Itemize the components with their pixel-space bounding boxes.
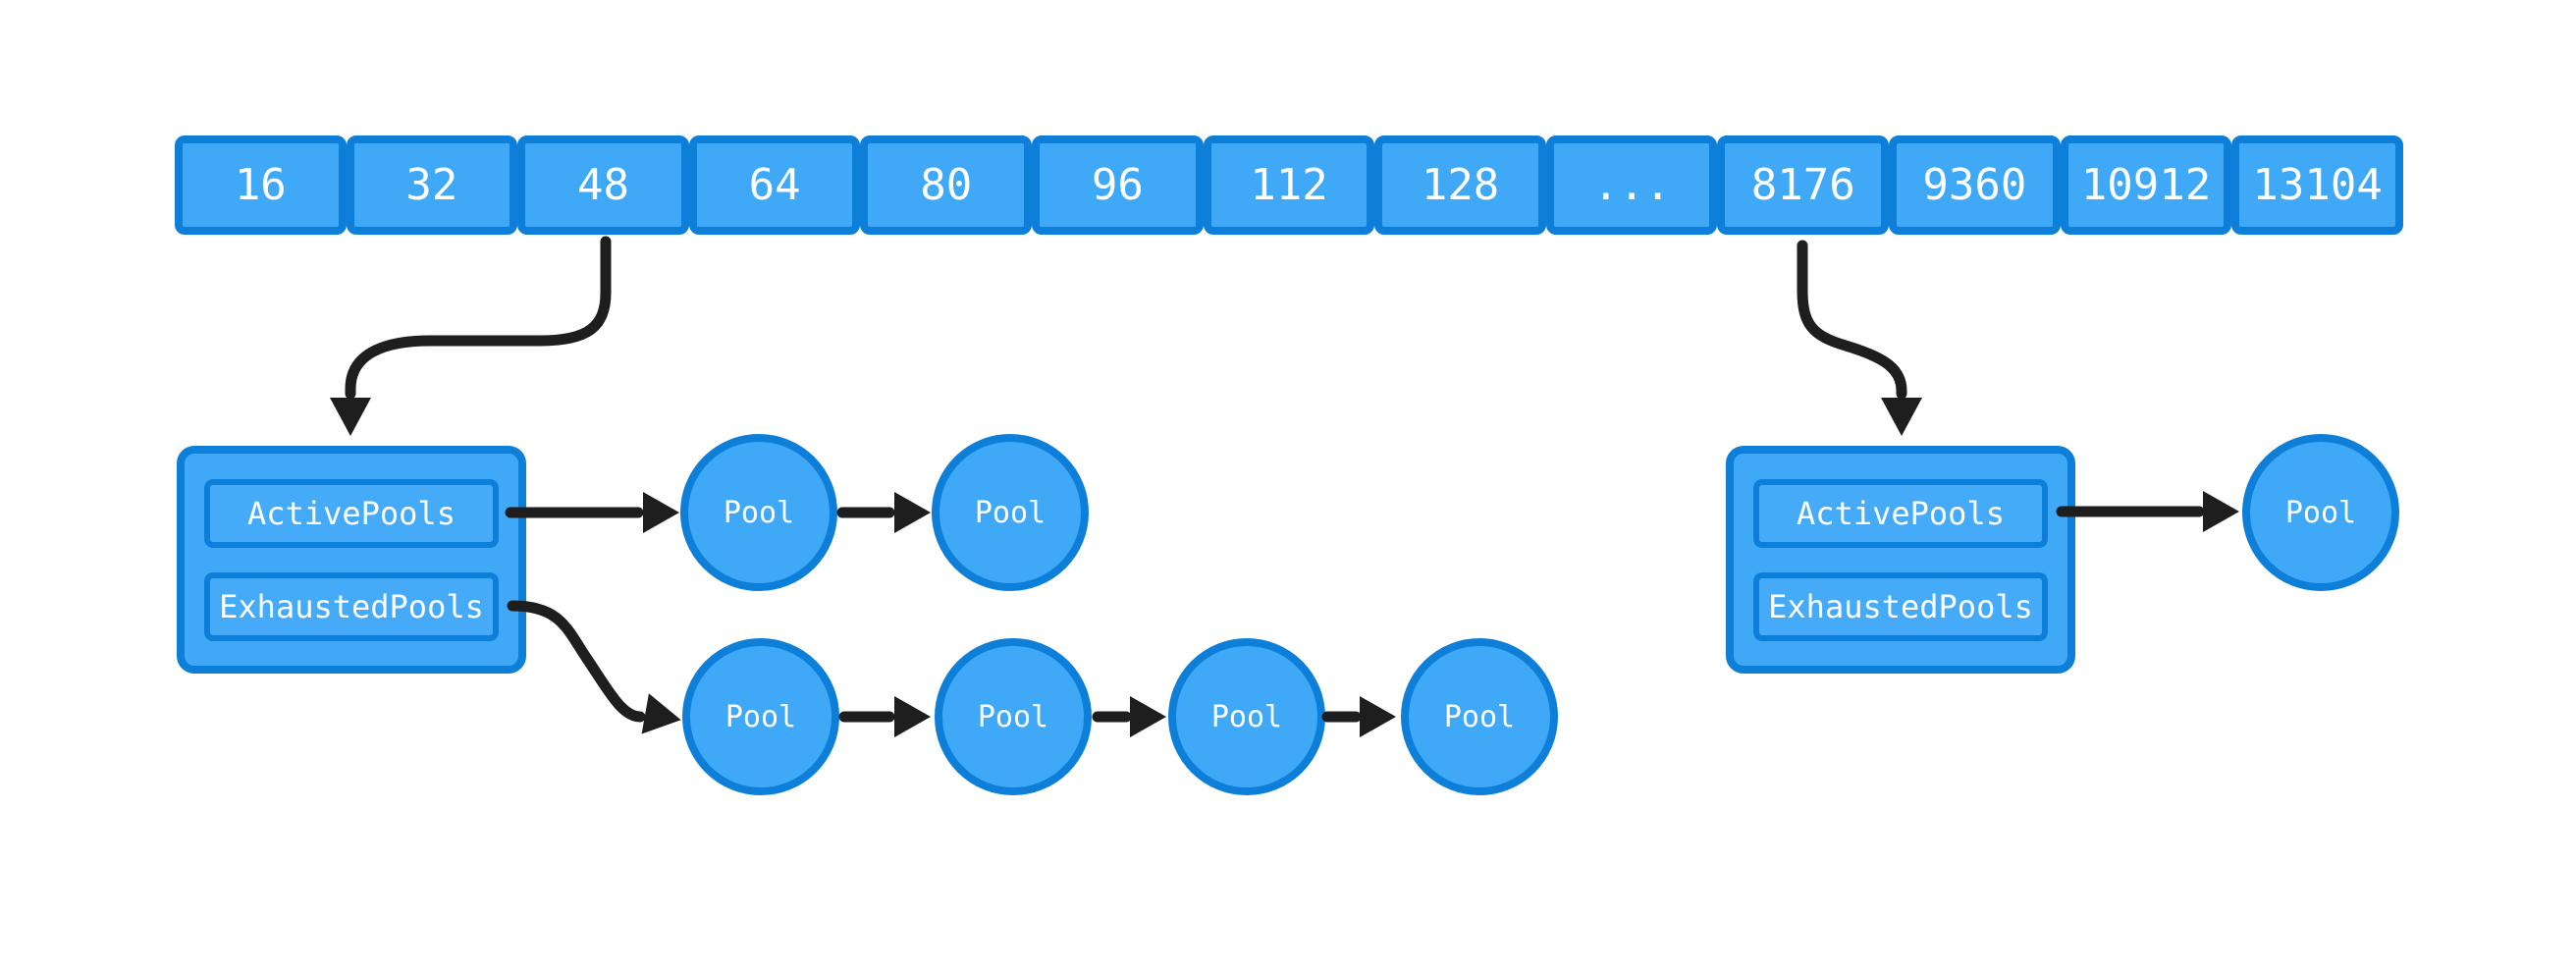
size-class-cell: 13104 (2231, 135, 2403, 235)
exhausted-pools-field: ExhaustedPools (1753, 571, 2048, 641)
size-class-cell: 96 (1032, 135, 1204, 235)
active-pools-field: ActivePools (204, 478, 499, 548)
size-class-cell: 16 (175, 135, 347, 235)
size-class-cell-ellipsis: ... (1545, 135, 1718, 235)
arrow-right-activepools-to-pool (2056, 491, 2239, 532)
arrow-left-activepools-to-pool (505, 492, 679, 533)
pool-node: Pool (680, 434, 837, 591)
arrow-pool-to-pool (836, 492, 931, 533)
arrow-cell8176-to-right-box (1797, 240, 1922, 436)
size-class-cell: 9360 (1889, 135, 2061, 235)
size-class-cell: 128 (1374, 135, 1546, 235)
active-pools-field: ActivePools (1753, 478, 2048, 548)
arrow-pool-to-pool (1321, 696, 1396, 737)
pool-node: Pool (932, 434, 1089, 591)
size-class-cell: 32 (346, 135, 518, 235)
size-class-cell: 48 (517, 135, 689, 235)
arrow-cell48-to-left-box (330, 236, 612, 436)
pool-node: Pool (1168, 638, 1325, 795)
arrow-pool-to-pool (1092, 696, 1166, 737)
pool-node: Pool (2242, 434, 2399, 591)
exhausted-pools-field: ExhaustedPools (204, 571, 499, 641)
size-class-cell: 112 (1203, 135, 1375, 235)
size-class-cell: 64 (688, 135, 861, 235)
pool-node: Pool (935, 638, 1092, 795)
arrow-pool-to-pool (838, 696, 931, 737)
right-size-class-box: ActivePools ExhaustedPools (1726, 446, 2075, 674)
left-size-class-box: ActivePools ExhaustedPools (177, 446, 526, 674)
size-class-cell: 10912 (2060, 135, 2232, 235)
size-class-cell: 80 (860, 135, 1033, 235)
arrow-left-exhaustedpools-to-pool (507, 600, 681, 734)
pool-node: Pool (682, 638, 839, 795)
size-class-cell: 8176 (1717, 135, 1890, 235)
pool-node: Pool (1401, 638, 1558, 795)
size-class-array: 16 32 48 64 80 96 112 128 ... 8176 9360 … (175, 135, 2403, 235)
